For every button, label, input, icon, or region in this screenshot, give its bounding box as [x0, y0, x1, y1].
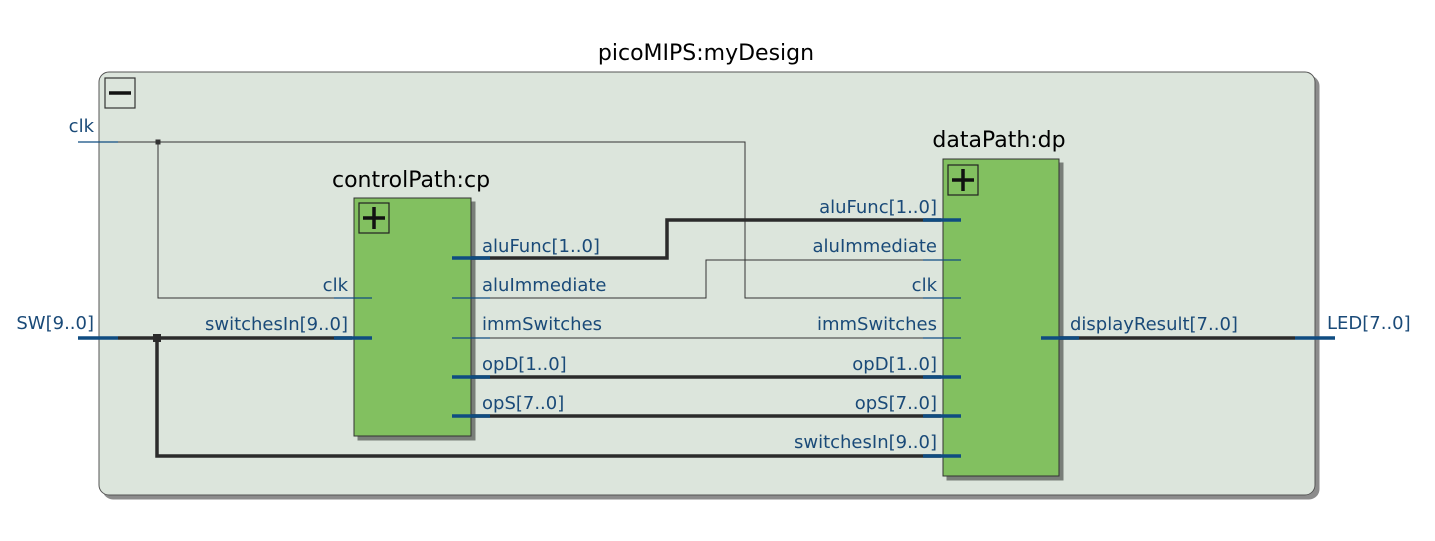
junction-clk: [155, 139, 161, 145]
cp-label-immswitches: immSwitches: [482, 314, 602, 335]
collapse-button[interactable]: [104, 77, 136, 109]
plus-icon: [363, 207, 385, 229]
datapath-expand-button[interactable]: [947, 164, 979, 196]
wire-clk-controlpath: [157, 142, 352, 299]
design-title: picoMIPS:myDesign: [598, 41, 814, 66]
controlpath-expand-button[interactable]: [358, 202, 390, 234]
wires: [78, 139, 1295, 458]
cp-label-switchesin: switchesIn[9..0]: [205, 314, 348, 335]
dp-label-displayresult: displayResult[7..0]: [1070, 314, 1238, 335]
controlpath-block[interactable]: controlPath:cp clk switchesIn[9..0] aluF…: [205, 168, 607, 437]
datapath-title: dataPath:dp: [932, 128, 1065, 153]
controlpath-body[interactable]: [353, 197, 472, 437]
wire-sw-datapath: [155, 338, 941, 458]
dp-label-ops: opS[7..0]: [855, 393, 937, 414]
junction-sw: [153, 334, 161, 342]
design-container[interactable]: [98, 71, 1316, 496]
controlpath-title: controlPath:cp: [332, 168, 490, 193]
port-label-sw: SW[9..0]: [16, 313, 94, 334]
dp-label-opd: opD[1..0]: [852, 354, 937, 375]
cp-label-clk: clk: [323, 275, 349, 296]
datapath-block[interactable]: dataPath:dp aluFunc[1..0] aluImmediate c…: [794, 128, 1238, 477]
plus-icon: [952, 169, 974, 191]
dp-label-alufunc: aluFunc[1..0]: [819, 197, 937, 218]
dp-label-aluimmediate: aluImmediate: [813, 236, 937, 257]
port-label-clk: clk: [69, 116, 95, 137]
cp-label-alufunc: aluFunc[1..0]: [482, 236, 600, 257]
port-label-led: LED[7..0]: [1327, 313, 1411, 334]
dp-label-clk: clk: [912, 275, 938, 296]
cp-label-ops: opS[7..0]: [482, 393, 564, 414]
wire-aluimmediate: [471, 259, 941, 299]
datapath-body[interactable]: [942, 158, 1060, 477]
dp-label-switchesin: switchesIn[9..0]: [794, 432, 937, 453]
wire-alufunc: [471, 218, 941, 260]
cp-label-aluimmediate: aluImmediate: [482, 275, 606, 296]
dp-label-immswitches: immSwitches: [817, 314, 937, 335]
cp-label-opd: opD[1..0]: [482, 354, 567, 375]
